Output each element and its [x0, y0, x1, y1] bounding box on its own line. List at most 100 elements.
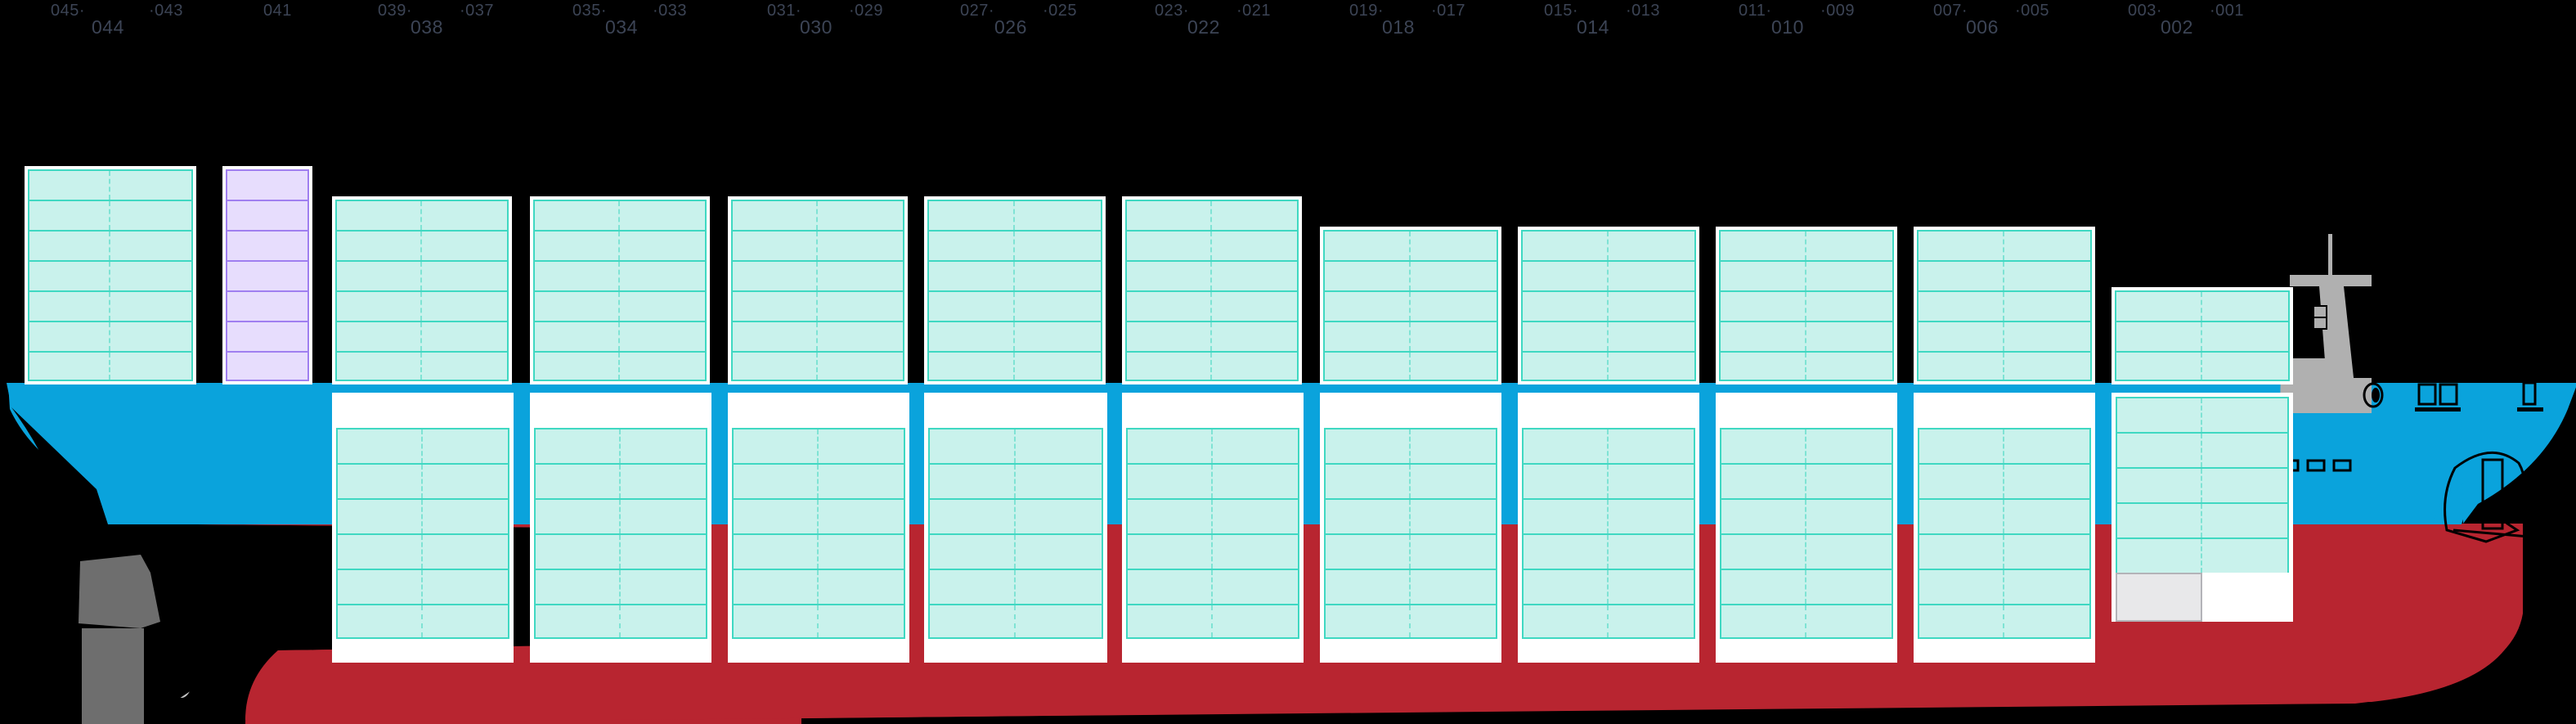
container-slot[interactable] — [1324, 604, 1497, 639]
container-slot-half[interactable] — [110, 353, 191, 380]
container-slot-half[interactable] — [620, 262, 705, 290]
container-slot-half[interactable] — [422, 353, 507, 380]
container-slot-half[interactable] — [29, 201, 110, 230]
container-slot-half[interactable] — [2117, 434, 2202, 467]
container-slot[interactable] — [928, 604, 1103, 639]
container-slot[interactable] — [928, 569, 1103, 604]
container-slot-half[interactable] — [1806, 429, 1892, 463]
container-slot-half[interactable] — [423, 429, 508, 463]
container-slot-half[interactable] — [423, 535, 508, 569]
container-slot-half[interactable] — [1919, 605, 2004, 637]
container-slot-half[interactable] — [733, 322, 818, 351]
container-slot[interactable] — [1918, 604, 2091, 639]
container-slot-half[interactable] — [2202, 398, 2287, 432]
container-slot-half[interactable] — [1128, 535, 1213, 569]
container-slot[interactable] — [1324, 569, 1497, 604]
container-slot[interactable] — [28, 230, 193, 260]
container-slot-half[interactable] — [733, 262, 818, 290]
container-slot[interactable] — [534, 498, 707, 533]
container-slot-half[interactable] — [423, 570, 508, 604]
container-slot-half[interactable] — [818, 353, 903, 380]
deck-stack-bay-022[interactable] — [1122, 196, 1302, 384]
container-slot[interactable] — [1522, 498, 1695, 533]
container-slot-half[interactable] — [1411, 262, 1497, 290]
reefer-container-slot[interactable] — [226, 351, 309, 381]
container-slot-half[interactable] — [1128, 465, 1213, 498]
container-slot-half[interactable] — [1523, 353, 1609, 380]
container-slot-half[interactable] — [1127, 201, 1212, 230]
container-slot-half[interactable] — [620, 322, 705, 351]
container-slot-half[interactable] — [734, 570, 819, 604]
container-slot-half[interactable] — [1806, 465, 1892, 498]
container-slot-half[interactable] — [1016, 465, 1102, 498]
container-slot[interactable] — [731, 290, 904, 321]
container-slot-half[interactable] — [337, 201, 422, 230]
container-slot-half[interactable] — [1609, 429, 1694, 463]
container-slot-half[interactable] — [1213, 605, 1298, 637]
container-slot-half[interactable] — [1524, 570, 1609, 604]
container-slot[interactable] — [1918, 498, 2091, 533]
container-slot[interactable] — [335, 230, 509, 260]
container-slot-half[interactable] — [818, 201, 903, 230]
container-slot-half[interactable] — [1721, 262, 1806, 290]
container-slot[interactable] — [1719, 351, 1894, 381]
container-slot[interactable] — [731, 230, 904, 260]
container-slot-half[interactable] — [1919, 322, 2004, 351]
container-slot[interactable] — [1917, 230, 2092, 260]
hold-stack-bay-002[interactable] — [2112, 393, 2293, 622]
container-slot[interactable] — [927, 321, 1102, 351]
container-slot-half[interactable] — [621, 570, 706, 604]
container-slot[interactable] — [336, 498, 509, 533]
container-slot-half[interactable] — [1806, 292, 1892, 321]
container-slot[interactable] — [1126, 498, 1299, 533]
reefer-container-slot[interactable] — [226, 169, 309, 200]
container-slot-half[interactable] — [1721, 353, 1806, 380]
container-slot[interactable] — [335, 351, 509, 381]
container-slot[interactable] — [1125, 200, 1299, 230]
container-slot-half[interactable] — [1721, 232, 1806, 260]
container-slot-half[interactable] — [1806, 500, 1892, 533]
container-slot-half[interactable] — [929, 232, 1015, 260]
container-slot-half[interactable] — [621, 535, 706, 569]
container-slot-half[interactable] — [337, 232, 422, 260]
container-slot[interactable] — [1719, 321, 1894, 351]
container-slot-half[interactable] — [819, 535, 904, 569]
container-slot-half[interactable] — [110, 322, 191, 351]
container-slot[interactable] — [534, 604, 707, 639]
container-slot-half[interactable] — [819, 605, 904, 637]
reefer-container-slot[interactable] — [226, 230, 309, 260]
container-slot-half[interactable] — [1524, 500, 1609, 533]
container-slot[interactable] — [1720, 604, 1893, 639]
container-slot-half[interactable] — [1524, 429, 1609, 463]
container-slot-half[interactable] — [1919, 292, 2004, 321]
container-slot[interactable] — [1324, 463, 1497, 498]
container-slot-half[interactable] — [818, 262, 903, 290]
container-slot[interactable] — [731, 321, 904, 351]
container-slot-half[interactable] — [29, 171, 110, 200]
container-slot-half[interactable] — [110, 292, 191, 321]
container-slot-half[interactable] — [930, 605, 1016, 637]
container-slot[interactable] — [731, 351, 904, 381]
container-slot-half[interactable] — [1016, 500, 1102, 533]
container-slot[interactable] — [2116, 432, 2289, 467]
container-slot[interactable] — [534, 428, 707, 463]
container-slot-half[interactable] — [734, 429, 819, 463]
container-slot[interactable] — [336, 604, 509, 639]
container-slot[interactable] — [1323, 260, 1498, 290]
deck-stack-bay-006[interactable] — [1914, 227, 2095, 384]
container-slot[interactable] — [336, 533, 509, 569]
container-slot[interactable] — [1126, 463, 1299, 498]
container-slot-half[interactable] — [818, 292, 903, 321]
container-slot-half[interactable] — [536, 500, 621, 533]
container-slot[interactable] — [1522, 428, 1695, 463]
container-slot[interactable] — [1918, 428, 2091, 463]
deck-stack-bay-044[interactable] — [25, 166, 196, 384]
container-slot-half[interactable] — [1325, 262, 1411, 290]
container-slot-half[interactable] — [930, 500, 1016, 533]
container-slot-half[interactable] — [2116, 322, 2202, 351]
container-slot-half[interactable] — [1806, 570, 1892, 604]
container-slot-half[interactable] — [423, 465, 508, 498]
container-slot-half[interactable] — [1326, 429, 1411, 463]
container-slot-half[interactable] — [1411, 535, 1496, 569]
container-slot[interactable] — [928, 428, 1103, 463]
